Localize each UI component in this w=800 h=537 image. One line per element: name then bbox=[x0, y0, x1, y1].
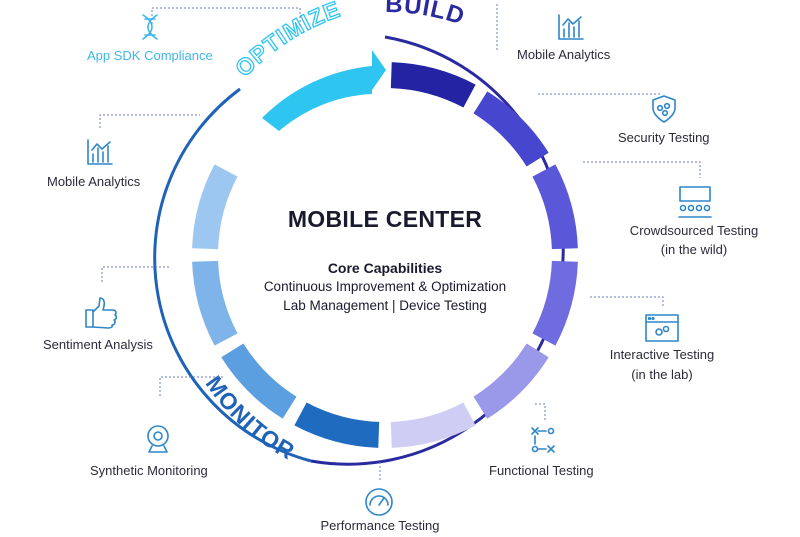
center-line-lab: Lab Management | Device Testing bbox=[283, 298, 487, 313]
label-app-sdk-compliance: App SDK Compliance bbox=[87, 48, 213, 63]
ring-segment-3 bbox=[532, 164, 578, 250]
dna-icon bbox=[142, 14, 158, 40]
label-mobile-analytics-top: Mobile Analytics bbox=[517, 47, 611, 62]
label-mobile-analytics-left: Mobile Analytics bbox=[47, 174, 141, 189]
segment-ring bbox=[192, 62, 578, 448]
label-crowdsourced-testing: Crowdsourced Testing bbox=[629, 223, 759, 238]
crowd-icon bbox=[678, 186, 712, 218]
label-security-testing: Security Testing bbox=[618, 130, 710, 145]
leader-mobile-analytics-left bbox=[99, 114, 200, 128]
label-interactive-testing: Interactive Testing bbox=[609, 347, 715, 362]
ring-segment-1 bbox=[390, 62, 476, 108]
window-icon bbox=[645, 314, 679, 342]
leader-functional bbox=[535, 403, 546, 420]
shield-icon bbox=[652, 95, 676, 123]
webcam-icon bbox=[147, 425, 169, 453]
label-sentiment-analysis: Sentiment Analysis bbox=[43, 337, 153, 352]
label-performance-testing: Performance Testing bbox=[320, 518, 440, 533]
ring-segment-2 bbox=[473, 91, 549, 167]
center-subtitle: Core Capabilities bbox=[327, 260, 443, 276]
ring-segment-4 bbox=[532, 260, 578, 346]
label-interactive-lab: (in the lab) bbox=[631, 367, 693, 382]
ring-segment-7 bbox=[294, 402, 380, 448]
leader-lines bbox=[99, 4, 701, 480]
label-functional-testing: Functional Testing bbox=[489, 463, 594, 478]
label-synthetic-monitoring: Synthetic Monitoring bbox=[90, 463, 208, 478]
ring-segment-10 bbox=[192, 164, 238, 250]
ring-segment-6 bbox=[390, 402, 476, 448]
leader-app-sdk bbox=[151, 7, 301, 28]
optimize-arrow bbox=[262, 50, 386, 131]
leader-sentiment bbox=[101, 266, 170, 282]
center-title: MOBILE CENTER bbox=[287, 206, 483, 232]
outer-ring-monitor bbox=[153, 87, 312, 463]
ring-segment-8 bbox=[221, 343, 297, 419]
flow-icon bbox=[531, 427, 555, 453]
phase-optimize-label: OPTIMIZE bbox=[230, 0, 344, 81]
outer-ring-build bbox=[310, 35, 565, 466]
thumbs-up-icon bbox=[85, 297, 118, 329]
label-crowdsourced-wild: (in the wild) bbox=[660, 242, 728, 257]
phase-build-label: BUILD bbox=[385, 0, 468, 31]
leader-interactive bbox=[590, 296, 664, 306]
ring-segment-5 bbox=[473, 343, 549, 419]
center-line-continuous: Continuous Improvement & Optimization bbox=[263, 279, 507, 294]
bar-chart-icon bbox=[558, 14, 584, 40]
leader-crowdsourced bbox=[583, 161, 701, 178]
gauge-icon bbox=[365, 488, 393, 516]
bar-chart-icon bbox=[87, 139, 113, 165]
ring-segment-9 bbox=[192, 260, 238, 346]
